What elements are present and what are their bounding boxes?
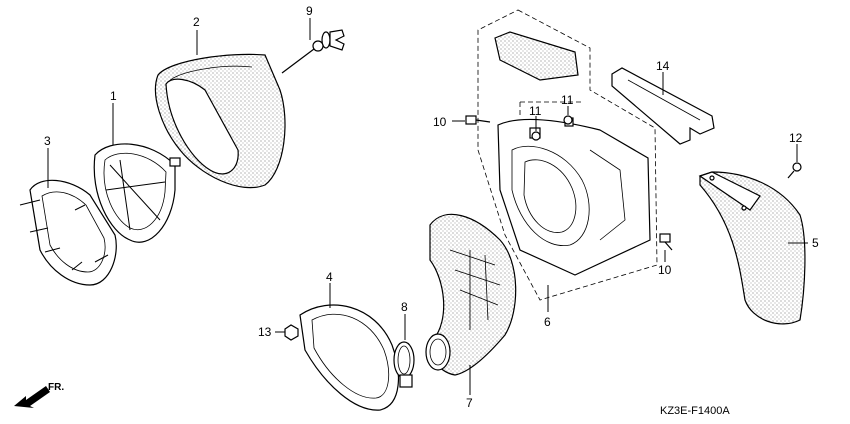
callout-label: 9 [306, 4, 313, 18]
part-10-bolt-b [659, 233, 673, 251]
part-8-band-clamp [393, 341, 415, 388]
callout-label: 8 [401, 300, 408, 314]
callout-label: 7 [466, 396, 473, 410]
callout-label: 12 [789, 131, 803, 145]
part-4-gasket [299, 304, 400, 411]
part-10-bolt-a [465, 115, 491, 125]
part-11-bolt-a [531, 131, 541, 141]
callout-label: 2 [193, 15, 200, 29]
callout-label: 11 [561, 93, 574, 107]
part-9-wing-bolt [281, 29, 345, 74]
part-13-nut [284, 324, 299, 341]
callout-label: 14 [656, 59, 670, 73]
callout-label: 10 [658, 263, 672, 277]
direction-label: FR. [48, 382, 64, 393]
part-7-connecting-tube [425, 213, 517, 376]
part-3-holder-plate [19, 179, 117, 286]
callout-label: 6 [544, 315, 551, 329]
callout-label: 3 [44, 134, 51, 148]
part-12-screw [787, 162, 802, 179]
part-14-bracket-strip [611, 67, 715, 145]
callout-label: 5 [812, 236, 819, 250]
part-1-element-frame [93, 143, 181, 243]
part-11-bolt-b [563, 115, 573, 125]
part-2-foam-element [154, 53, 286, 189]
part-5-side-cover [698, 171, 806, 325]
front-direction-arrow-icon [14, 386, 50, 408]
part-6-air-cleaner-case [477, 9, 658, 301]
callout-label: 13 [258, 325, 272, 339]
diagram-code: KZ3E-F1400A [660, 405, 730, 417]
callout-label: 11 [529, 104, 542, 118]
callout-label: 10 [433, 115, 447, 129]
callout-label: 1 [110, 89, 117, 103]
callout-label: 4 [326, 270, 333, 284]
